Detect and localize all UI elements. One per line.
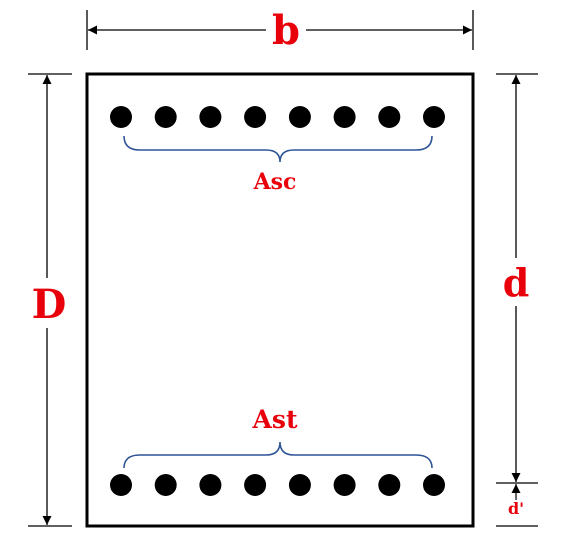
compression-bar-4 (244, 106, 267, 128)
compression-steel-brace (123, 135, 433, 163)
compression-steel-label: Asc (253, 169, 297, 195)
tension-bar-7 (378, 474, 401, 496)
width-label: b (272, 7, 300, 54)
tension-bar-3 (199, 474, 222, 496)
compression-bar-5 (288, 106, 311, 128)
cover-label: d' (508, 499, 524, 518)
compression-bar-1 (110, 106, 132, 128)
tension-bar-4 (244, 474, 267, 496)
compression-bar-8 (423, 106, 445, 128)
effective-depth-label: d (503, 260, 530, 305)
tension-bar-1 (110, 474, 132, 496)
total-depth-dimension: D (28, 73, 72, 527)
compression-bar-row (110, 106, 445, 128)
tension-bar-8 (423, 474, 445, 496)
tension-bar-6 (333, 474, 356, 496)
tension-steel-brace (123, 441, 433, 469)
compression-bar-2 (154, 106, 177, 128)
compression-bar-6 (333, 106, 356, 128)
effective-depth-dimension: d d' (496, 73, 538, 527)
compression-bar-3 (199, 106, 222, 128)
beam-section-outline (85, 72, 475, 528)
tension-bar-row (110, 474, 445, 496)
compression-bar-7 (378, 106, 401, 128)
total-depth-label: D (32, 281, 67, 328)
tension-bar-5 (288, 474, 311, 496)
tension-bar-2 (154, 474, 177, 496)
width-dimension: b (86, 7, 474, 54)
tension-steel-label: Ast (251, 405, 297, 434)
